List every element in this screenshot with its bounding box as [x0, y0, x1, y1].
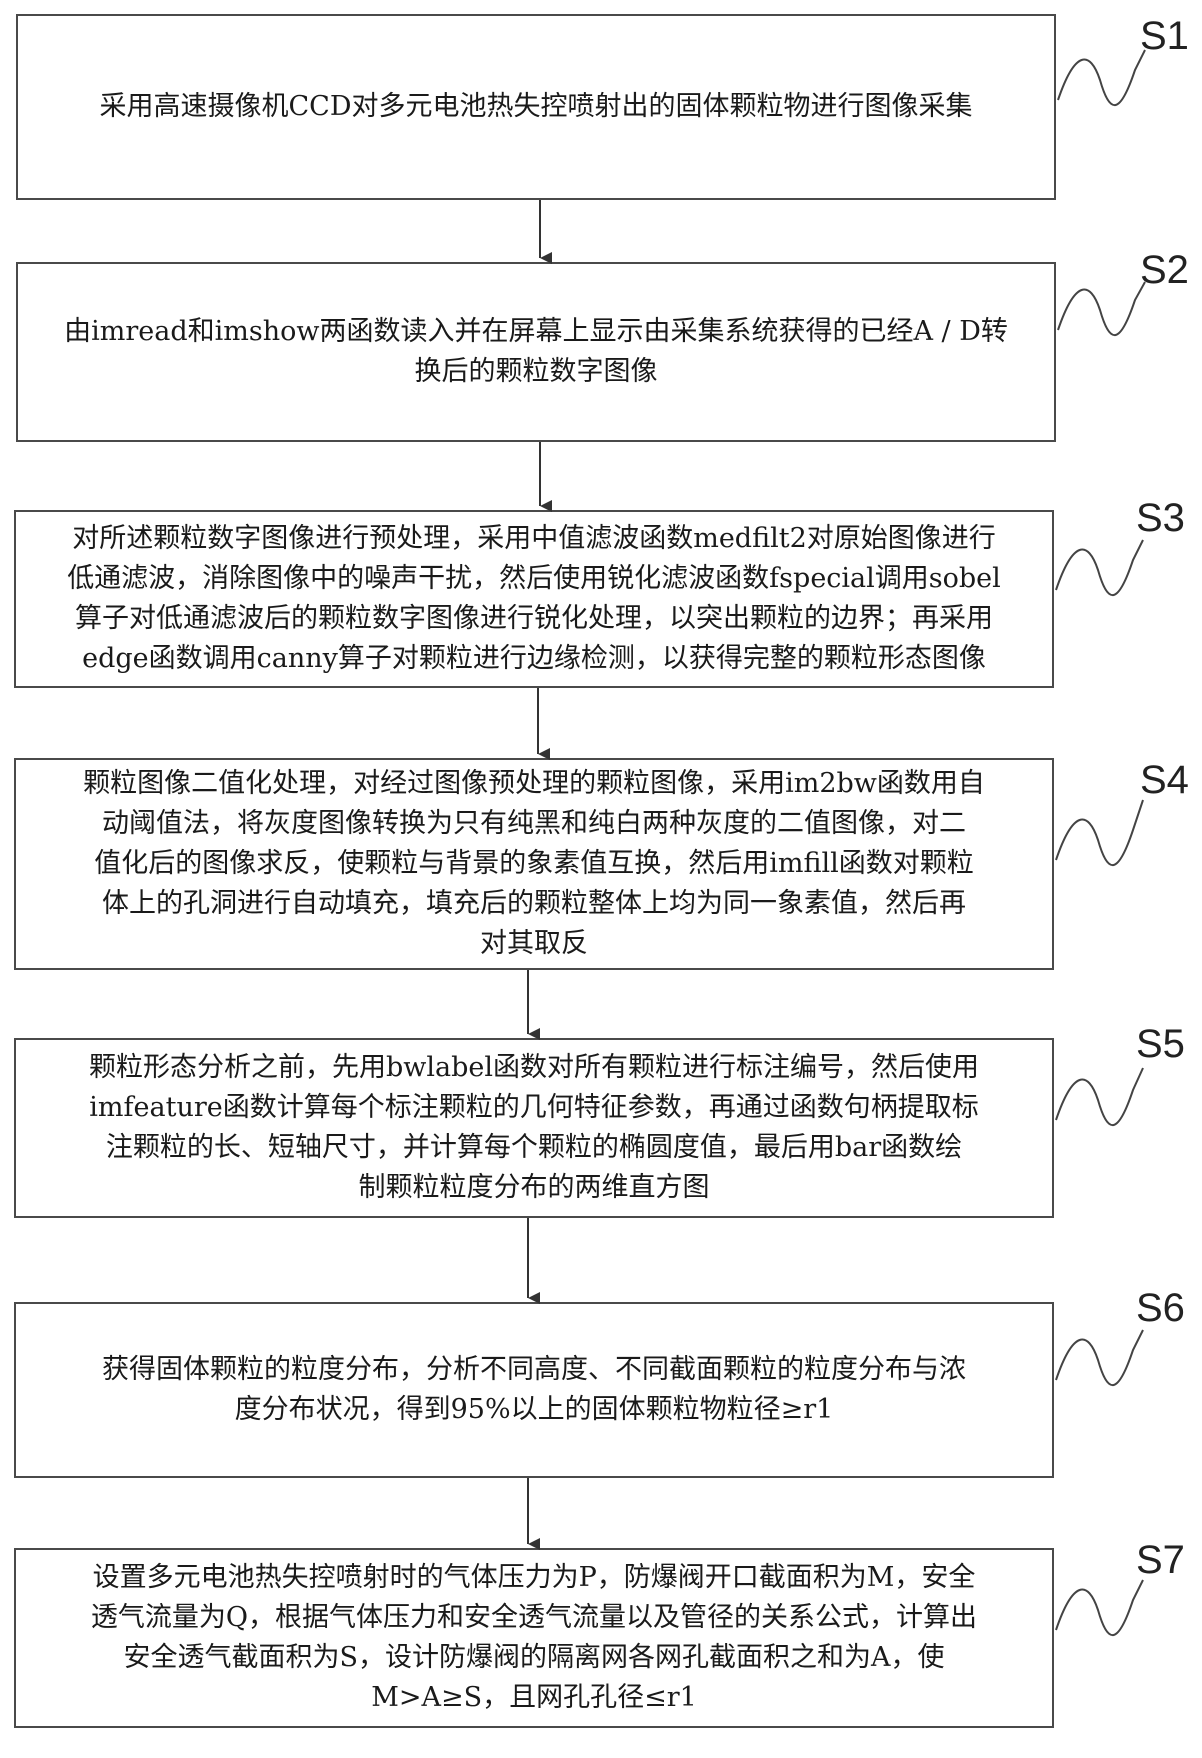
- step-label-s5: S5: [1136, 1022, 1185, 1066]
- step-text-s1: 采用高速摄像机CCD对多元电池热失控喷射出的固体颗粒物进行图像采集: [99, 91, 973, 122]
- leader-wave-s5: [1055, 1067, 1144, 1126]
- step-box-s6: 获得固体颗粒的粒度分布，分析不同高度、不同截面颗粒的粒度分布与浓 度分布状况，得…: [14, 1302, 1054, 1478]
- step-label-s4: S4: [1140, 758, 1189, 802]
- step-text-s6: 获得固体颗粒的粒度分布，分析不同高度、不同截面颗粒的粒度分布与浓 度分布状况，得…: [102, 1354, 966, 1425]
- step-box-s5: 颗粒形态分析之前，先用bwlabel函数对所有颗粒进行标注编号，然后使用 imf…: [14, 1038, 1054, 1218]
- step-box-s7: 设置多元电池热失控喷射时的气体压力为P，防爆阀开口截面积为M，安全 透气流量为Q…: [14, 1548, 1054, 1728]
- step-label-s7: S7: [1136, 1538, 1185, 1582]
- leader-wave-s1: [1057, 49, 1146, 106]
- step-box-s4: 颗粒图像二值化处理，对经过图像预处理的颗粒图像，采用im2bw函数用自 动阈值法…: [14, 758, 1054, 970]
- leader-wave-s3: [1055, 539, 1144, 596]
- step-label-s2: S2: [1140, 248, 1189, 292]
- step-box-s3: 对所述颗粒数字图像进行预处理，采用中值滤波函数medfilt2对原始图像进行 低…: [14, 510, 1054, 688]
- step-label-s3: S3: [1136, 496, 1185, 540]
- step-text-s7: 设置多元电池热失控喷射时的气体压力为P，防爆阀开口截面积为M，安全 透气流量为Q…: [90, 1562, 978, 1713]
- step-box-s2: 由imread和imshow两函数读入并在屏幕上显示由采集系统获得的已经A / …: [16, 262, 1056, 442]
- step-label-s1: S1: [1140, 14, 1189, 58]
- leader-wave-s2: [1057, 281, 1146, 336]
- leader-wave-s6: [1055, 1329, 1144, 1386]
- leader-wave-s7: [1055, 1579, 1144, 1636]
- step-text-s4: 颗粒图像二值化处理，对经过图像预处理的颗粒图像，采用im2bw函数用自 动阈值法…: [83, 768, 985, 959]
- leader-wave-s4: [1055, 799, 1144, 866]
- step-box-s1: 采用高速摄像机CCD对多元电池热失控喷射出的固体颗粒物进行图像采集: [16, 14, 1056, 200]
- step-label-s6: S6: [1136, 1286, 1185, 1330]
- step-text-s5: 颗粒形态分析之前，先用bwlabel函数对所有颗粒进行标注编号，然后使用 imf…: [88, 1052, 980, 1203]
- step-text-s2: 由imread和imshow两函数读入并在屏幕上显示由采集系统获得的已经A / …: [64, 316, 1008, 387]
- step-text-s3: 对所述颗粒数字图像进行预处理，采用中值滤波函数medfilt2对原始图像进行 低…: [67, 523, 1001, 674]
